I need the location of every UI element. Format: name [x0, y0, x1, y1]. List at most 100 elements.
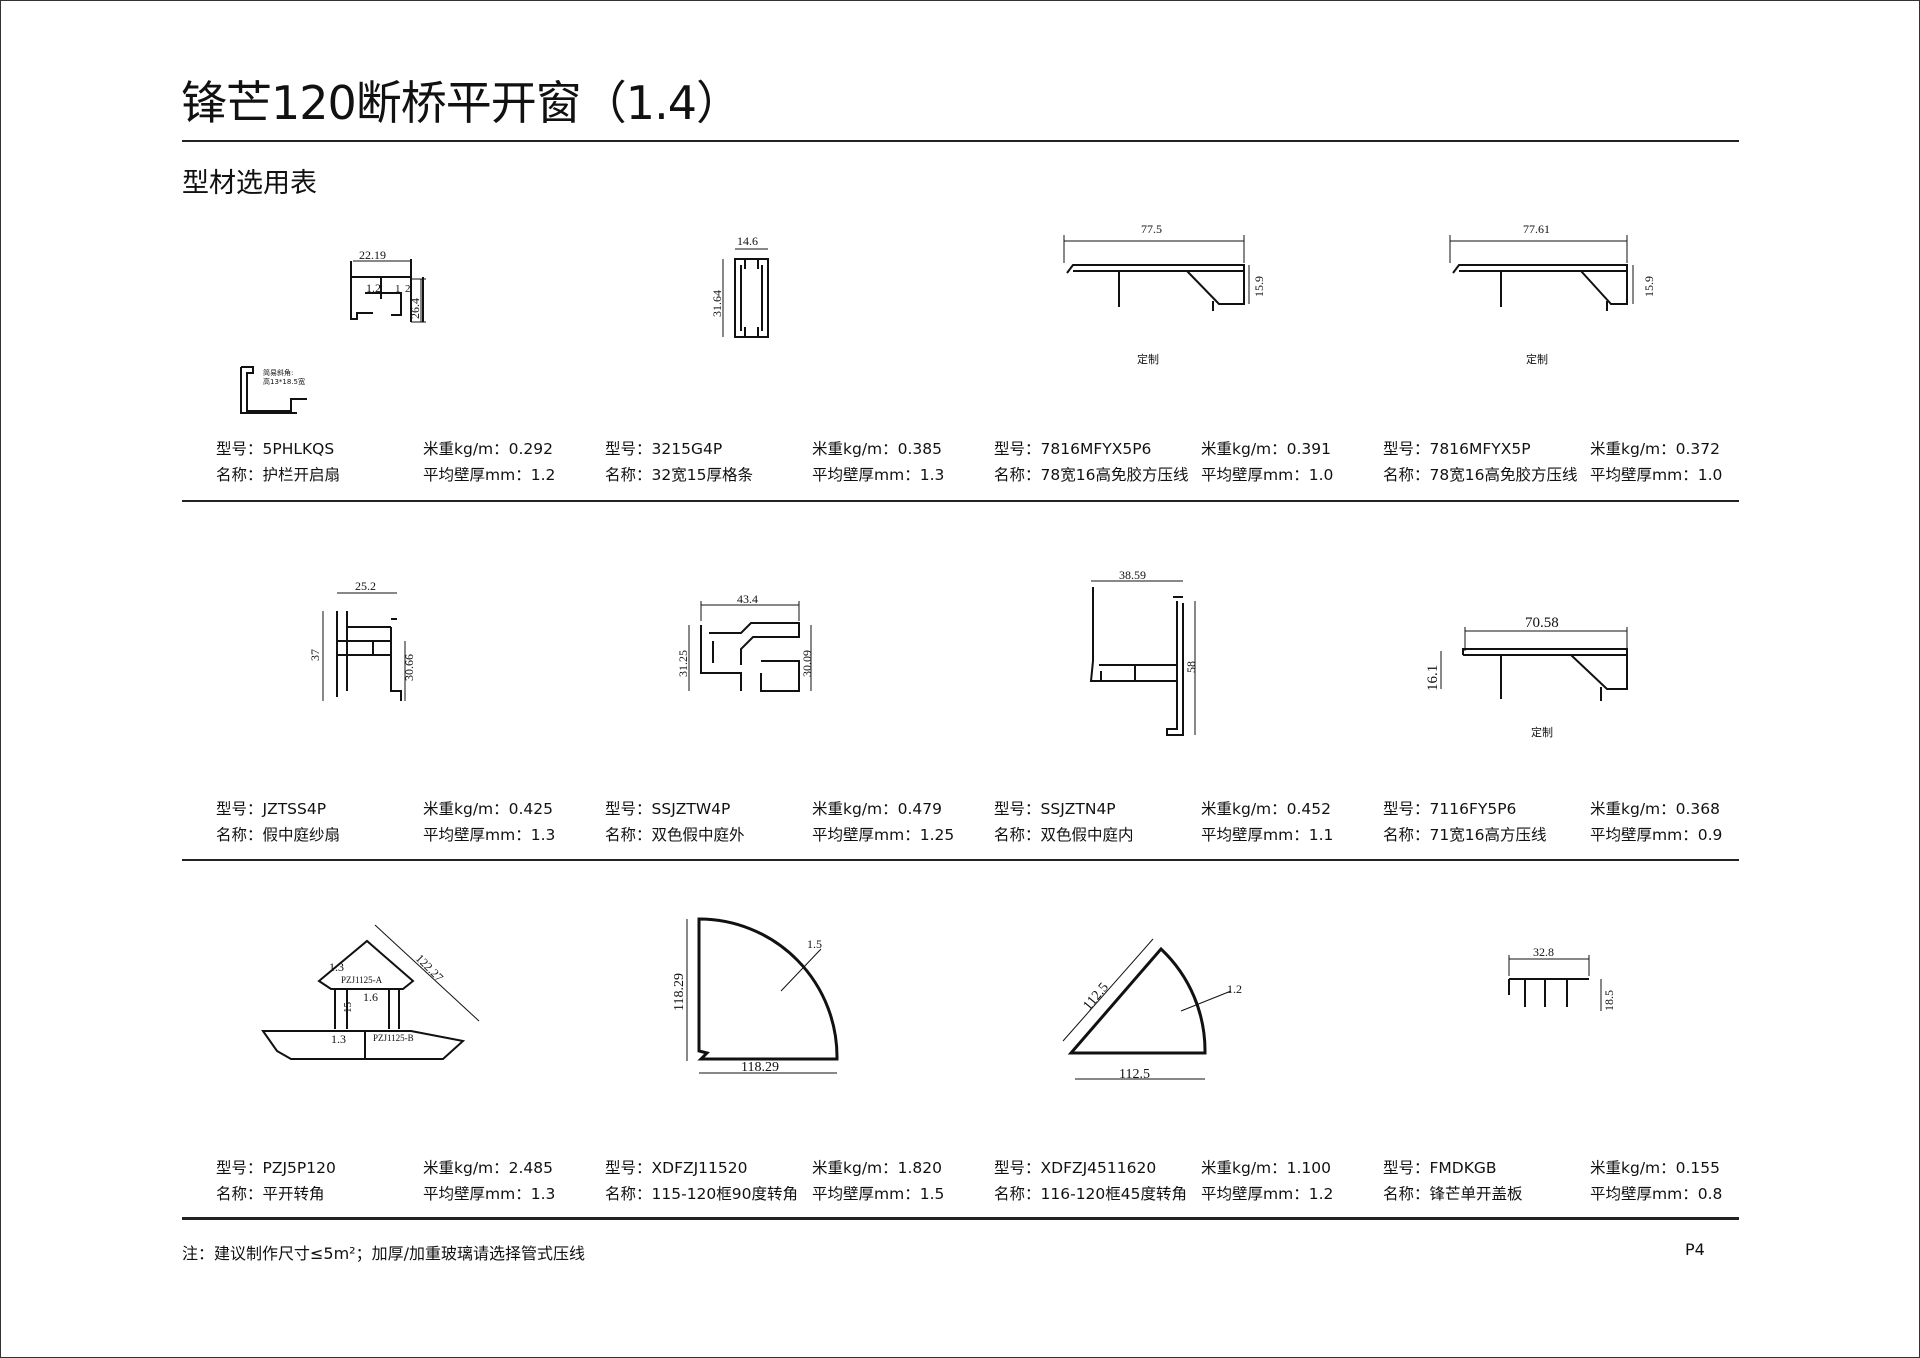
profile-name-label: 名称： [994, 1185, 1041, 1203]
model-number-label: 型号： [605, 1159, 652, 1177]
unit-weight-value: 1.820 [897, 1159, 943, 1177]
page-number: P4 [1685, 1240, 1705, 1259]
profile-name-value: 双色假中庭外 [651, 826, 745, 844]
profile-name: 名称：锋芒单开盖板 [1383, 1182, 1523, 1204]
row-divider [182, 1217, 1739, 1220]
wall-thickness-value: 1.2 [530, 466, 556, 484]
model-number-label: 型号： [216, 1159, 263, 1177]
profile-name-value: 78宽16高免胶方压线 [1429, 466, 1578, 484]
profile-name-value: 116-120框45度转角 [1040, 1185, 1188, 1203]
svg-text:77.5: 77.5 [1141, 222, 1162, 236]
svg-text:30.09: 30.09 [800, 650, 814, 677]
svg-text:简易斜角:: 简易斜角: [263, 368, 293, 377]
profile-name-value: 锋芒单开盖板 [1429, 1185, 1523, 1203]
wall-thickness: 平均壁厚mm：1.0 [1590, 463, 1722, 485]
wall-thickness: 平均壁厚mm：0.8 [1590, 1182, 1722, 1204]
profile-name: 名称：双色假中庭外 [605, 823, 745, 845]
unit-weight-value: 0.391 [1286, 440, 1332, 458]
wall-thickness: 平均壁厚mm：1.3 [423, 1182, 555, 1204]
drawing-5PHLKQS: 22.19 26.4 1.2 1 2 简易斜角: 高13*18.5宽 [240, 248, 426, 414]
model-number-label: 型号： [1383, 440, 1430, 458]
unit-weight: 米重kg/m：0.385 [812, 437, 942, 459]
unit-weight-value: 0.452 [1286, 800, 1332, 818]
profile-name-label: 名称： [605, 466, 652, 484]
unit-weight-value: 0.155 [1675, 1159, 1721, 1177]
unit-weight-label: 米重kg/m： [1590, 800, 1676, 818]
svg-text:15: 15 [342, 1002, 354, 1014]
svg-text:32.8: 32.8 [1533, 945, 1554, 959]
profile-name-value: 32宽15厚格条 [651, 466, 753, 484]
unit-weight-label: 米重kg/m： [1201, 440, 1287, 458]
wall-thickness-value: 1.2 [1308, 1185, 1334, 1203]
model-number: 型号：3215G4P [605, 437, 722, 459]
wall-thickness-label: 平均壁厚mm： [423, 1185, 531, 1203]
svg-text:定制: 定制 [1137, 352, 1159, 366]
unit-weight-value: 1.100 [1286, 1159, 1332, 1177]
svg-text:定制: 定制 [1531, 725, 1553, 739]
svg-text:1.3: 1.3 [329, 960, 344, 974]
model-number: 型号：5PHLKQS [216, 437, 334, 459]
unit-weight: 米重kg/m：0.479 [812, 797, 942, 819]
svg-text:1.2: 1.2 [1227, 982, 1242, 996]
wall-thickness: 平均壁厚mm：1.2 [1201, 1182, 1333, 1204]
svg-text:31.25: 31.25 [676, 650, 690, 677]
unit-weight-value: 0.479 [897, 800, 943, 818]
svg-text:112.5: 112.5 [1081, 980, 1112, 1013]
svg-text:112.5: 112.5 [1119, 1067, 1150, 1082]
profile-name-label: 名称： [1383, 826, 1430, 844]
model-number-value: PZJ5P120 [262, 1159, 336, 1177]
wall-thickness-label: 平均壁厚mm： [423, 466, 531, 484]
profile-name: 名称：71宽16高方压线 [1383, 823, 1546, 845]
unit-weight-value: 0.368 [1675, 800, 1721, 818]
wall-thickness-value: 1.3 [919, 466, 945, 484]
wall-thickness-label: 平均壁厚mm： [812, 826, 920, 844]
unit-weight-value: 0.425 [508, 800, 554, 818]
profile-name: 名称：平开转角 [216, 1182, 325, 1204]
model-number-value: FMDKGB [1429, 1159, 1497, 1177]
profile-name: 名称：32宽15厚格条 [605, 463, 753, 485]
drawing-3215G4P: 14.6 31.64 [710, 234, 769, 338]
svg-text:31.64: 31.64 [710, 290, 724, 317]
section-title: 型材选用表 [182, 168, 317, 199]
svg-text:43.4: 43.4 [737, 592, 758, 606]
drawing-FMDKGB: 32.8 18.5 [1508, 945, 1616, 1011]
page-title: 锋芒120断桥平开窗（1.4） [181, 76, 742, 130]
model-number-value: 7816MFYX5P6 [1040, 440, 1152, 458]
profile-name-label: 名称： [216, 826, 263, 844]
profile-name: 名称：115-120框90度转角 [605, 1182, 798, 1204]
model-number-value: XDFZJ11520 [651, 1159, 748, 1177]
unit-weight-label: 米重kg/m： [812, 440, 898, 458]
unit-weight: 米重kg/m：2.485 [423, 1156, 553, 1178]
unit-weight: 米重kg/m：0.391 [1201, 437, 1331, 459]
profile-name-label: 名称： [605, 1185, 652, 1203]
wall-thickness: 平均壁厚mm：1.25 [812, 823, 954, 845]
profile-name-value: 护栏开启扇 [262, 466, 341, 484]
wall-thickness-label: 平均壁厚mm： [812, 1185, 920, 1203]
profile-name-value: 平开转角 [262, 1185, 325, 1203]
svg-text:15.9: 15.9 [1252, 276, 1266, 297]
model-number: 型号：XDFZJ4511620 [994, 1156, 1156, 1178]
profile-name-label: 名称： [1383, 466, 1430, 484]
unit-weight: 米重kg/m：1.820 [812, 1156, 942, 1178]
profile-name: 名称：双色假中庭内 [994, 823, 1134, 845]
svg-text:118.29: 118.29 [741, 1060, 779, 1075]
wall-thickness-label: 平均壁厚mm： [1201, 826, 1309, 844]
unit-weight-label: 米重kg/m： [423, 1159, 509, 1177]
profile-name-label: 名称： [605, 826, 652, 844]
model-number-label: 型号： [994, 440, 1041, 458]
svg-text:22.19: 22.19 [359, 248, 386, 262]
unit-weight-label: 米重kg/m： [1590, 440, 1676, 458]
unit-weight-value: 0.385 [897, 440, 943, 458]
model-number-label: 型号： [1383, 800, 1430, 818]
model-number: 型号：PZJ5P120 [216, 1156, 336, 1178]
drawing-7116FY5P6: 70.58 16.1 定制 [1425, 615, 1628, 739]
drawing-SSJZTN4P: 38.59 58 [1089, 568, 1198, 736]
unit-weight: 米重kg/m：1.100 [1201, 1156, 1331, 1178]
svg-text:77.61: 77.61 [1523, 222, 1550, 236]
wall-thickness: 平均壁厚mm：1.1 [1201, 823, 1333, 845]
row-divider [182, 859, 1739, 861]
wall-thickness-value: 1.25 [919, 826, 955, 844]
model-number: 型号：XDFZJ11520 [605, 1156, 747, 1178]
unit-weight-label: 米重kg/m： [1590, 1159, 1676, 1177]
